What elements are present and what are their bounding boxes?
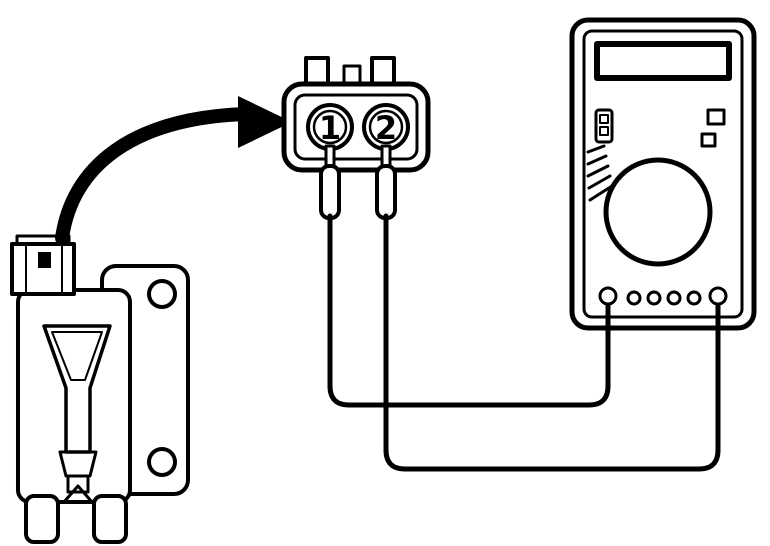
pin-2: 2	[362, 103, 410, 151]
test-probe-2	[375, 144, 397, 220]
multimeter-switch-top	[706, 108, 726, 126]
multimeter-terminals	[598, 286, 728, 306]
pin-1-cavity-inner	[312, 109, 348, 145]
multimeter-switch-bottom	[700, 132, 717, 148]
coil-connector-block	[10, 234, 76, 296]
coil-tower-inner-line	[51, 331, 103, 381]
coil-mounting-hole-bottom	[147, 447, 177, 477]
callout-arrow-shaft	[55, 107, 253, 245]
pin-1: 1	[306, 103, 354, 151]
harness-connector-face: 1 2	[281, 56, 431, 173]
wire-1	[327, 213, 611, 408]
multimeter-terminal-row	[626, 290, 702, 306]
pin-2-label: 2	[375, 109, 397, 147]
probe-2-handle	[375, 164, 397, 220]
multimeter-button-block	[594, 108, 614, 144]
probe-1-handle	[319, 164, 341, 220]
multimeter-button-top	[599, 114, 609, 124]
multimeter-face	[582, 29, 744, 319]
multimeter-rotary-dial	[603, 157, 713, 267]
callout-arrow	[55, 96, 292, 245]
callout-arrow-head	[238, 96, 292, 148]
multimeter	[569, 17, 757, 331]
coil-body	[16, 288, 132, 504]
coil-bottom-notch	[62, 484, 94, 504]
wire-2	[383, 213, 721, 472]
coil-connector-terminal	[38, 252, 51, 268]
pin-1-label: 1	[319, 109, 341, 147]
connector-inner-shell	[293, 93, 419, 161]
coil-leg-right	[92, 494, 128, 544]
coil-mounting-hole-top	[147, 279, 177, 309]
coil-leg-left	[24, 494, 60, 544]
multimeter-button-bottom	[599, 126, 609, 136]
multimeter-terminal-left	[598, 286, 618, 306]
pin-2-cavity-inner	[368, 109, 404, 145]
coil-boot-flare	[58, 450, 98, 478]
ignition-coil	[10, 234, 190, 544]
coil-boot-tip	[66, 474, 90, 494]
multimeter-scale-marks	[586, 144, 614, 202]
coil-connector-housing	[10, 242, 76, 296]
multimeter-terminal-right	[708, 286, 728, 306]
multimeter-display	[594, 41, 732, 81]
